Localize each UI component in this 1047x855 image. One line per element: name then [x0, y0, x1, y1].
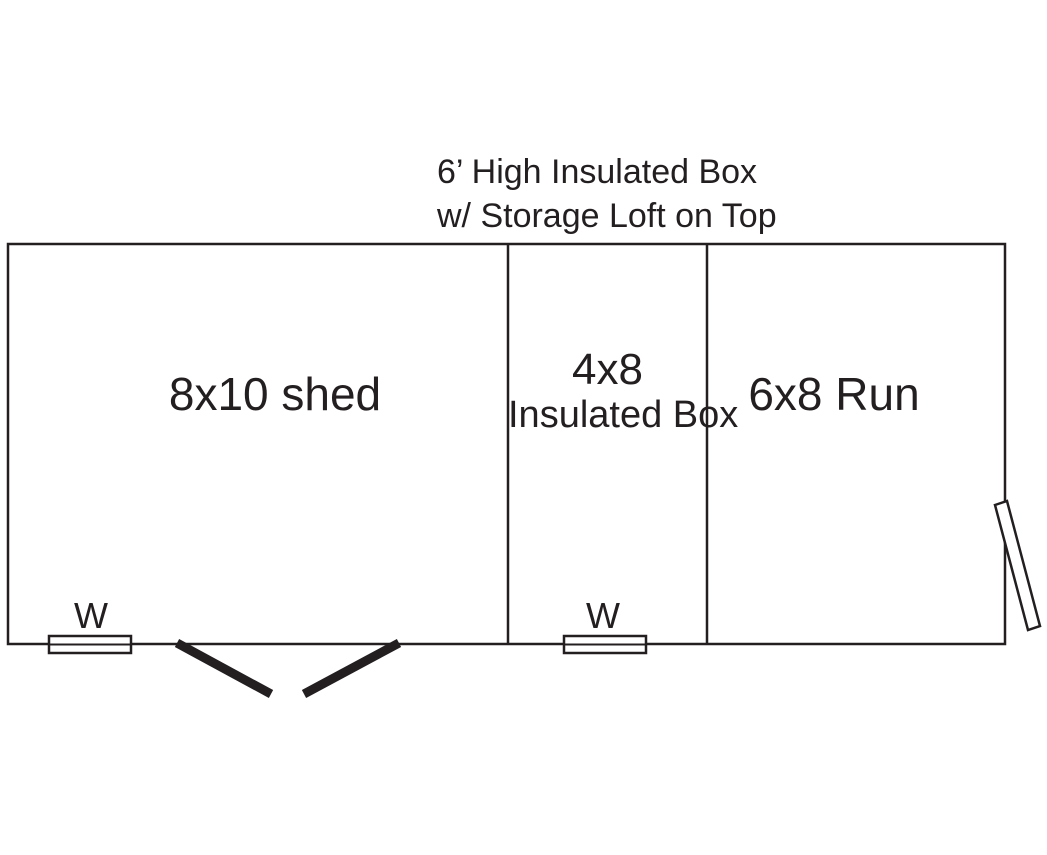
shed-label: 8x10 shed	[168, 368, 382, 420]
outer-wall	[6, 242, 1007, 646]
shed-window-label: W	[74, 595, 108, 636]
shed-window	[47, 634, 133, 655]
insulated-box-dimension: 4x8	[572, 345, 643, 394]
loft-caption: 6’ High Insulated Box w/ Storage Loft on…	[437, 150, 777, 238]
insulated-box-name: Insulated Box	[508, 394, 739, 436]
run-label: 6x8 Run	[748, 368, 920, 420]
box-window	[562, 634, 648, 655]
caption-line-1: 6’ High Insulated Box	[437, 153, 758, 191]
shed-door-right	[301, 639, 402, 698]
box-window-label: W	[586, 595, 620, 636]
shed-door-left	[174, 639, 274, 698]
caption-line-2: w/ Storage Loft on Top	[437, 197, 777, 235]
insulated-box-label: 4x8 Insulated Box	[508, 344, 739, 436]
run-door	[993, 499, 1042, 632]
